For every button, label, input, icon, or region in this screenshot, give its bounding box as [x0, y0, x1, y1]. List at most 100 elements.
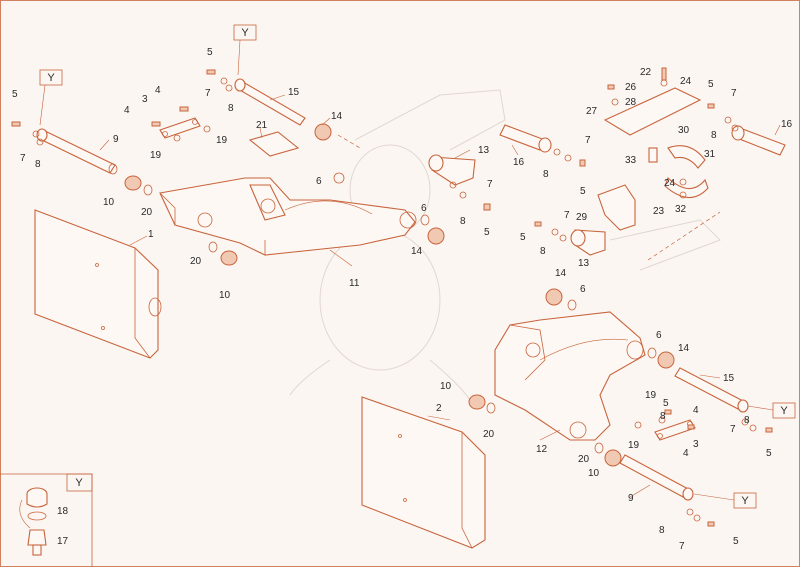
- callout-8: 8: [659, 525, 665, 536]
- callout-26: 26: [625, 82, 637, 93]
- callout-13: 13: [478, 145, 490, 156]
- part-seal-6d: [647, 347, 657, 359]
- callout-24: 24: [680, 76, 692, 87]
- part-clamp-32: [664, 177, 709, 199]
- callout-28: 28: [625, 97, 637, 108]
- callout-9: 9: [628, 493, 634, 504]
- callout-4: 4: [683, 448, 689, 459]
- part-bushing-14b: [427, 227, 445, 245]
- dashed-axis-upper: [337, 134, 361, 149]
- callout-5: 5: [766, 448, 772, 459]
- callout-1: 1: [148, 229, 154, 240]
- part-seal-6a: [333, 172, 345, 184]
- callout-14: 14: [331, 111, 343, 122]
- part-seal-6c: [567, 299, 577, 311]
- callout-20: 20: [483, 429, 495, 440]
- callout-3: 3: [142, 94, 148, 105]
- callout-7: 7: [564, 210, 570, 221]
- callout-3: 3: [693, 439, 699, 450]
- callout-5: 5: [484, 227, 490, 238]
- callout-7: 7: [487, 179, 493, 190]
- callout-32: 32: [675, 204, 687, 215]
- callout-17: 17: [57, 536, 69, 547]
- callout-23: 23: [653, 206, 665, 217]
- ref-y-text-3: Y: [780, 405, 788, 417]
- callout-33: 33: [625, 155, 637, 166]
- callout-14: 14: [555, 268, 567, 279]
- callout-6: 6: [421, 203, 427, 214]
- callout-5: 5: [207, 47, 213, 58]
- part-linkage-3-left: [159, 117, 201, 139]
- part-bracket-29: [597, 184, 636, 231]
- ref-y-text-2: Y: [241, 27, 249, 39]
- part-pin-9-lower: [619, 454, 694, 501]
- part-seal-6b: [420, 214, 430, 226]
- ref-box-y-1: Y: [39, 69, 63, 126]
- part-bushing-10-left: [124, 175, 238, 266]
- callout-14: 14: [678, 343, 690, 354]
- ref-y-text-1: Y: [47, 72, 55, 84]
- callout-5: 5: [733, 536, 739, 547]
- callout-7: 7: [731, 88, 737, 99]
- ref-box-y-2: Y: [233, 24, 257, 76]
- callout-20: 20: [190, 256, 202, 267]
- part-swing-arm-11: [159, 177, 417, 256]
- part-pin-9-left: [36, 128, 118, 175]
- callout-2: 2: [436, 403, 442, 414]
- part-cylinder-13-lower: [570, 229, 606, 256]
- callout-7: 7: [730, 424, 736, 435]
- ref-y-text-4: Y: [741, 495, 749, 507]
- ref-y-text-5: Y: [75, 477, 83, 489]
- callout-20: 20: [578, 454, 590, 465]
- callout-8: 8: [543, 169, 549, 180]
- part-seal-20b: [208, 241, 218, 253]
- part-bushing-14c: [545, 288, 563, 306]
- callout-14: 14: [411, 246, 423, 257]
- callout-16: 16: [513, 157, 525, 168]
- callout-10: 10: [219, 290, 231, 301]
- callout-10: 10: [440, 381, 452, 392]
- part-grease-fitting-17: [27, 529, 47, 546]
- callout-11: 11: [349, 278, 360, 289]
- part-seal-20d: [594, 442, 604, 454]
- part-bushing-14a: [314, 123, 332, 141]
- part-bushing-10c: [468, 394, 486, 410]
- callout-7: 7: [205, 88, 211, 99]
- part-seal-20c: [486, 402, 496, 414]
- part-bushing-14d: [657, 351, 675, 369]
- callout-6: 6: [656, 330, 662, 341]
- part-pin-16-right: [731, 125, 786, 156]
- part-clamp-31: [667, 145, 706, 169]
- callout-7: 7: [679, 541, 685, 552]
- callout-19: 19: [216, 135, 228, 146]
- fasteners-left: [11, 69, 491, 211]
- callout-24: 24: [664, 178, 676, 189]
- fasteners-right: [534, 67, 773, 527]
- callout-19: 19: [645, 390, 657, 401]
- callout-5: 5: [580, 186, 586, 197]
- callout-6: 6: [316, 176, 322, 187]
- callout-9: 9: [113, 134, 119, 145]
- part-o-ring-18: [27, 511, 47, 521]
- callout-8: 8: [460, 216, 466, 227]
- callout-13: 13: [578, 258, 590, 269]
- callout-31: 31: [704, 149, 716, 160]
- callout-20: 20: [141, 207, 153, 218]
- callout-8: 8: [540, 246, 546, 257]
- part-cylinder-13-upper: [428, 154, 476, 186]
- callout-19: 19: [628, 440, 640, 451]
- callout-12: 12: [536, 444, 548, 455]
- callout-21: 21: [256, 120, 268, 131]
- callout-27: 27: [586, 106, 598, 117]
- ref-box-y-5: Y: [75, 477, 83, 489]
- callout-10: 10: [103, 197, 115, 208]
- callout-5: 5: [520, 232, 526, 243]
- callout-8: 8: [228, 103, 234, 114]
- ref-box-y-3: Y: [747, 402, 796, 419]
- part-plate-2: [361, 396, 486, 549]
- part-pin-16-left: [499, 124, 552, 153]
- part-plate-30: [603, 87, 702, 136]
- part-bushing-10d: [604, 449, 622, 467]
- detail-inset-box: [0, 473, 93, 567]
